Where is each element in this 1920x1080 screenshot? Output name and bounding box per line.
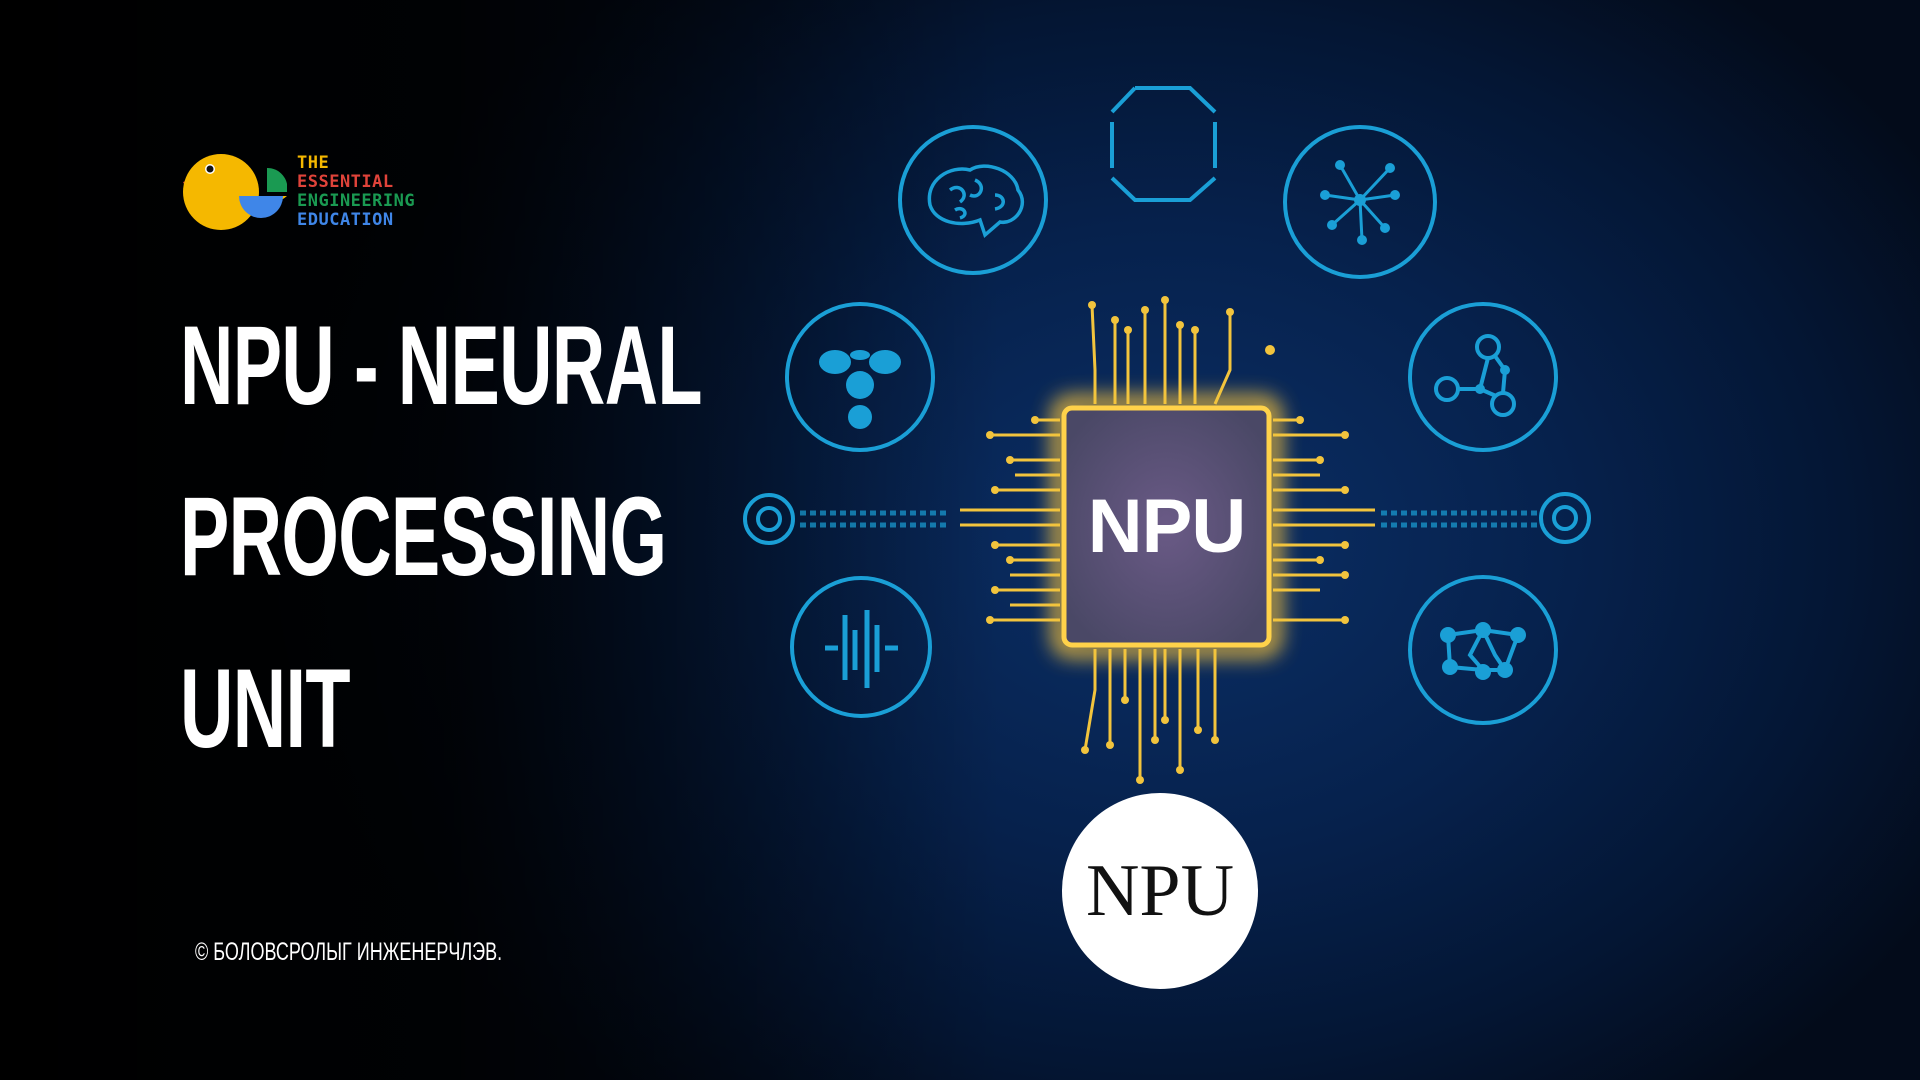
page-title-line-2: PROCESSING [180, 474, 667, 599]
chip-label: NPU [1087, 484, 1246, 569]
copyright-text: © БОЛОВСРОЛЫГ ИНЖЕНЕРЧЛЭВ. [195, 938, 503, 966]
dotted-connector [800, 510, 1537, 528]
signal-waves-icon [790, 576, 932, 718]
chip-traces [960, 296, 1375, 784]
network-icon [1408, 575, 1558, 725]
logo-line-2: ESSENTIAL [297, 172, 394, 192]
target-left-icon [743, 493, 795, 545]
logo: THE ESSENTIAL ENGINEERING EDUCATION [183, 152, 415, 232]
page-title-line-3: UNIT [180, 646, 350, 771]
logo-line-4: EDUCATION [297, 210, 394, 230]
logo-line-1: THE [297, 153, 330, 173]
brain-icon [898, 125, 1048, 275]
target-right-icon [1539, 492, 1591, 544]
npu-badge: NPU [1062, 793, 1258, 989]
octagon-icon [1110, 86, 1217, 202]
neural-spiral-icon [1283, 125, 1437, 279]
page-title-line-1: NPU - NEURAL [180, 303, 702, 428]
background-fade [0, 0, 1000, 1080]
logo-line-3: ENGINEERING [297, 191, 416, 211]
chip [1061, 405, 1272, 648]
graph-nodes-icon [1408, 302, 1558, 452]
leaf-dots-icon [785, 302, 935, 452]
npu-badge-label: NPU [1085, 849, 1235, 932]
duck-icon [183, 154, 287, 230]
